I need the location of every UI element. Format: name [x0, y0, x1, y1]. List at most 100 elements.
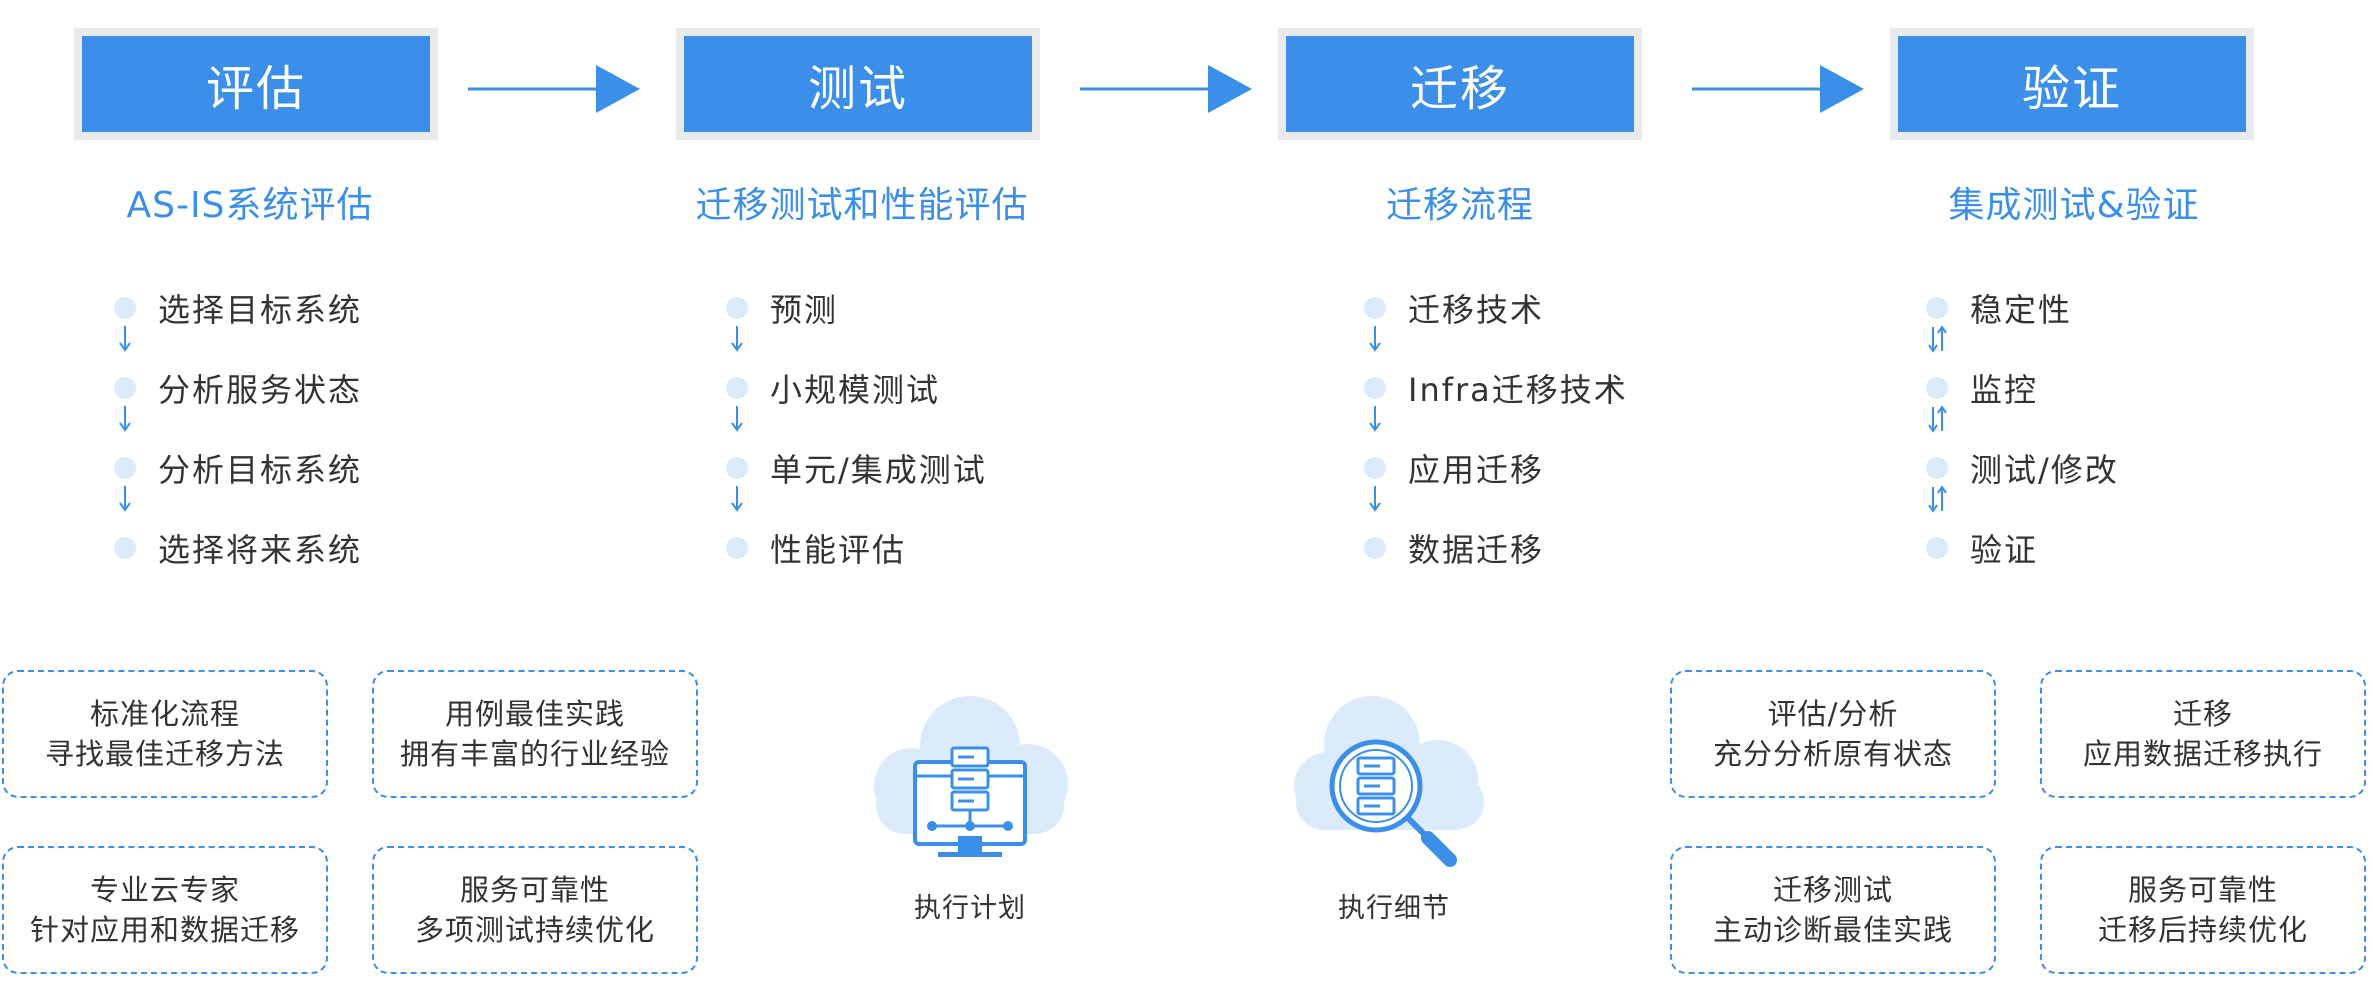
tip-card: 迁移 应用数据迁移执行 [2040, 670, 2366, 798]
stage-title: 迁移测试和性能评估 [695, 185, 1029, 226]
tip-line: 服务可靠性 [459, 873, 610, 907]
step-text: 稳定性 [1970, 291, 2073, 329]
step-item: 单元/集成测试 [726, 428, 987, 508]
step-item: 选择将来系统 [114, 508, 362, 588]
step-item: 性能评估 [726, 508, 987, 588]
arrow-down-icon [119, 406, 131, 432]
arrow-down-icon [1369, 406, 1381, 432]
step-dot [114, 297, 136, 319]
arrow-down-icon [731, 326, 743, 352]
step-dot [1364, 297, 1386, 319]
tip-line: 迁移后持续优化 [2097, 913, 2308, 947]
step-text: Infra迁移技术 [1408, 371, 1628, 409]
step-item: 应用迁移 [1364, 428, 1628, 508]
step-item: Infra迁移技术 [1364, 348, 1628, 428]
illustration-label: 执行细节 [1338, 893, 1450, 924]
cloud-monitor-server-icon [874, 696, 1068, 857]
step-list-migrate: 迁移技术 Infra迁移技术 应用迁移 数据迁移 [1364, 268, 1628, 588]
arrow-up-down-icon [1928, 405, 1947, 433]
tip-line: 拥有丰富的行业经验 [399, 737, 670, 771]
cloud-magnifier-server-icon [1294, 696, 1484, 867]
tip-card: 标准化流程 寻找最佳迁移方法 [2, 670, 328, 798]
step-dot [1364, 377, 1386, 399]
stage-title: 迁移流程 [1385, 185, 1534, 226]
illustration-label: 执行计划 [914, 893, 1026, 924]
step-item: 测试/修改 [1926, 428, 2119, 508]
step-dot [726, 537, 748, 559]
stage-label: 迁移 [1286, 36, 1634, 132]
step-text: 选择目标系统 [158, 291, 363, 329]
step-text: 应用迁移 [1408, 451, 1545, 489]
tip-card: 用例最佳实践 拥有丰富的行业经验 [372, 670, 698, 798]
step-text: 预测 [770, 291, 839, 329]
step-item: 预测 [726, 268, 987, 348]
tip-line: 应用数据迁移执行 [2082, 737, 2323, 771]
step-dot [1926, 537, 1948, 559]
tip-line: 迁移 [2172, 697, 2233, 731]
tip-line: 服务可靠性 [2127, 873, 2278, 907]
step-item: 数据迁移 [1364, 508, 1628, 588]
tip-line: 多项测试持续优化 [414, 913, 655, 947]
step-text: 分析目标系统 [158, 451, 363, 489]
step-dot [114, 457, 136, 479]
arrow-down-icon [1369, 326, 1381, 352]
step-dot [1926, 457, 1948, 479]
step-item: 验证 [1926, 508, 2119, 588]
stage-box-migrate: 迁移 [1278, 28, 1642, 140]
arrow-down-icon [731, 486, 743, 512]
stage-box-assess: 评估 [74, 28, 438, 140]
flow-arrow-icon [1080, 65, 1252, 113]
stage-label: 测试 [684, 36, 1032, 132]
arrow-down-icon [119, 486, 131, 512]
step-item: 监控 [1926, 348, 2119, 428]
tip-line: 用例最佳实践 [444, 697, 625, 731]
step-dot [114, 537, 136, 559]
tip-line: 寻找最佳迁移方法 [44, 737, 285, 771]
step-dot [726, 377, 748, 399]
step-item: 分析目标系统 [114, 428, 362, 508]
step-text: 数据迁移 [1408, 531, 1545, 569]
step-item: 选择目标系统 [114, 268, 362, 348]
flow-arrow-icon [468, 65, 640, 113]
step-dot [1364, 537, 1386, 559]
tip-line: 针对应用和数据迁移 [29, 913, 300, 947]
stage-label: 验证 [1898, 36, 2246, 132]
tip-line: 标准化流程 [89, 697, 240, 731]
step-item: 迁移技术 [1364, 268, 1628, 348]
stage-box-verify: 验证 [1890, 28, 2254, 140]
step-dot [726, 297, 748, 319]
tip-card: 迁移测试 主动诊断最佳实践 [1670, 846, 1996, 974]
step-text: 单元/集成测试 [770, 451, 987, 489]
tip-card: 评估/分析 充分分析原有状态 [1670, 670, 1996, 798]
step-text: 测试/修改 [1970, 451, 2119, 489]
tip-line: 主动诊断最佳实践 [1712, 913, 1953, 947]
tip-card: 服务可靠性 多项测试持续优化 [372, 846, 698, 974]
step-item: 稳定性 [1926, 268, 2119, 348]
step-item: 分析服务状态 [114, 348, 362, 428]
tip-line: 评估/分析 [1767, 697, 1899, 731]
tip-line: 专业云专家 [89, 873, 240, 907]
arrow-down-icon [1369, 486, 1381, 512]
step-text: 性能评估 [770, 531, 907, 569]
tip-line: 迁移测试 [1772, 873, 1893, 907]
step-text: 选择将来系统 [158, 531, 363, 569]
stage-title: 集成测试&验证 [1948, 185, 2200, 226]
tip-card: 专业云专家 针对应用和数据迁移 [2, 846, 328, 974]
step-dot [1364, 457, 1386, 479]
step-text: 小规模测试 [770, 371, 941, 409]
arrow-up-down-icon [1928, 485, 1947, 513]
tip-line: 充分分析原有状态 [1712, 737, 1953, 771]
flow-arrow-icon [1692, 65, 1864, 113]
step-list-verify: 稳定性 监控 测试/修改 验证 [1926, 268, 2119, 588]
step-list-test: 预测 小规模测试 单元/集成测试 性能评估 [726, 268, 987, 588]
step-dot [726, 457, 748, 479]
stage-label: 评估 [82, 36, 430, 132]
step-text: 验证 [1970, 531, 2039, 569]
arrow-down-icon [119, 326, 131, 352]
stage-box-test: 测试 [676, 28, 1040, 140]
step-dot [1926, 377, 1948, 399]
stage-title: AS-IS系统评估 [126, 185, 374, 226]
step-list-assess: 选择目标系统 分析服务状态 分析目标系统 选择将来系统 [114, 268, 362, 588]
step-item: 小规模测试 [726, 348, 987, 428]
step-dot [114, 377, 136, 399]
